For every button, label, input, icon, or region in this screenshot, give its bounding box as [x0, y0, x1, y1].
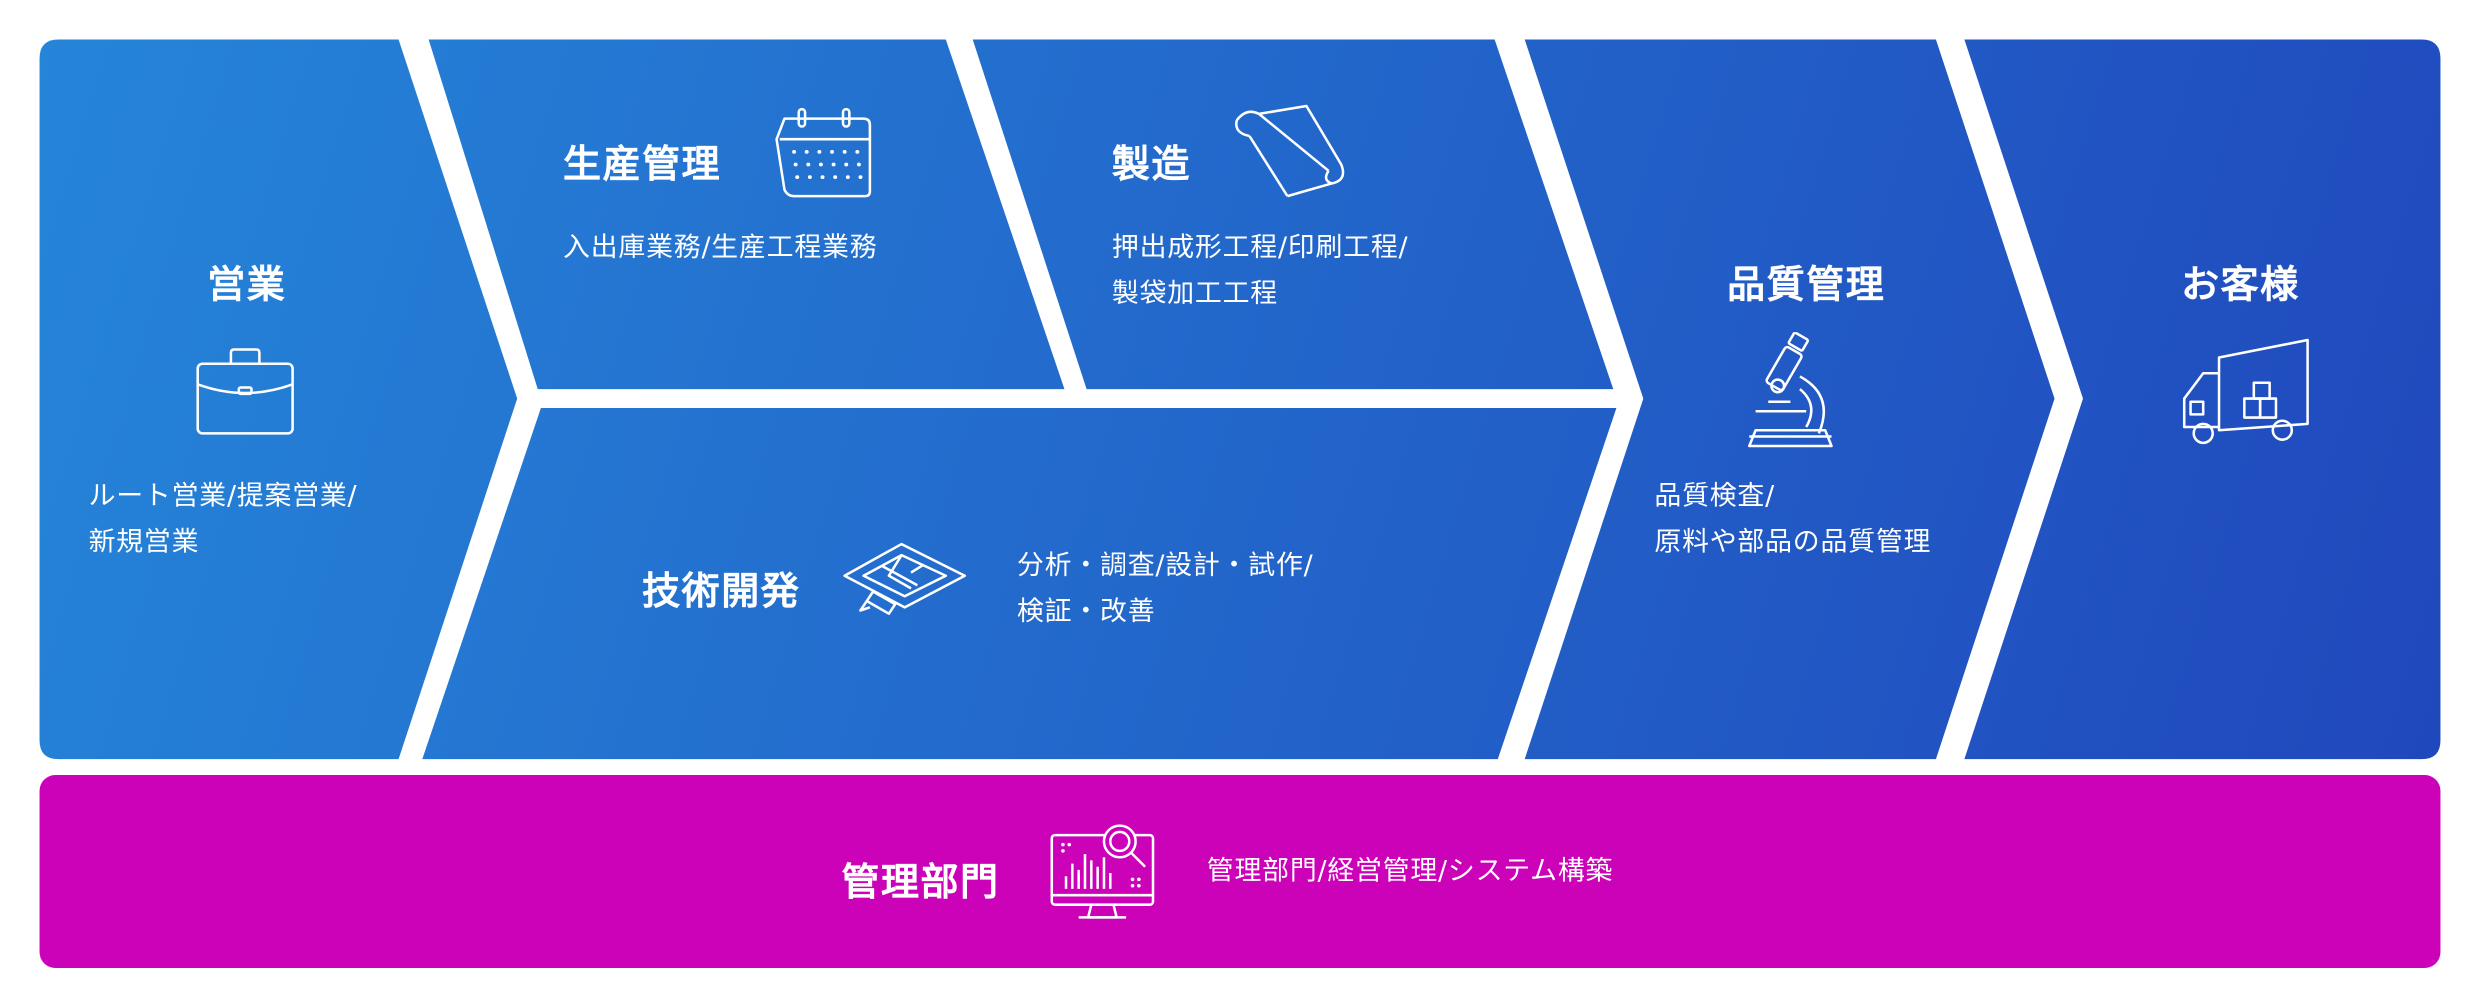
sales-desc-line-1: ルート営業/提案営業/ [88, 480, 358, 513]
manufacturing-title: 製造 [1111, 142, 1191, 187]
quality-shape [1524, 39, 2055, 760]
manufacturing-desc-line-2: 製袋加工工程 [1111, 278, 1278, 310]
scroll-icon [1231, 101, 1351, 202]
production-control-desc: 入出庫業務/生産工程業務 [563, 232, 878, 265]
rnd-title: 技術開発 [642, 569, 801, 614]
briefcase-icon [193, 345, 297, 437]
management-bar [39, 774, 2441, 968]
customer-shape [1964, 39, 2441, 760]
manufacturing-desc-line-1: 押出成形工程/印刷工程/ [1111, 232, 1409, 265]
customer-title: お客様 [2181, 262, 2300, 307]
sales-shape [39, 39, 518, 760]
delivery-truck-icon [2178, 335, 2311, 446]
quality-desc-line-2: 原料や部品の品質管理 [1654, 526, 1932, 559]
sales-desc-line-2: 新規営業 [88, 526, 200, 559]
production-control-title: 生産管理 [563, 142, 722, 187]
microscope-icon [1743, 332, 1838, 452]
quality-title: 品質管理 [1727, 262, 1886, 307]
management-desc: 管理部門/経営管理/システム構築 [1206, 855, 1614, 888]
quality-desc-line-1: 品質検査/ [1654, 480, 1775, 513]
management-title: 管理部門 [841, 860, 1000, 905]
rnd-desc-line-2: 検証・改善 [1016, 596, 1156, 628]
manufacturing-shape [972, 39, 1614, 390]
monitor-analytics-icon [1047, 819, 1158, 923]
rnd-desc-line-1: 分析・調査/設計・試作/ [1016, 550, 1314, 583]
production-control-shape [428, 39, 1065, 390]
sales-title: 営業 [207, 262, 287, 307]
blueprint-icon [841, 538, 968, 620]
rnd-shape [422, 408, 1617, 760]
calendar-icon [772, 104, 876, 199]
